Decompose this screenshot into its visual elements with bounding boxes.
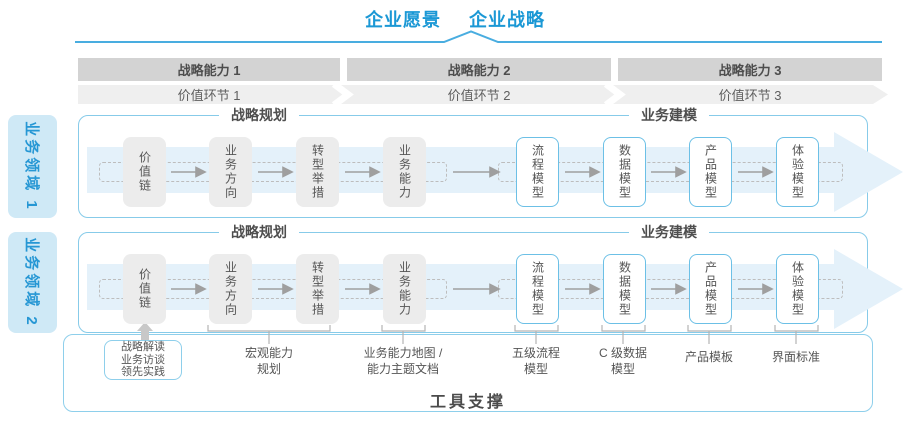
dashed-placeholder-planning xyxy=(99,279,447,299)
capability-bar-3: 战略能力 3 xyxy=(618,58,882,81)
product-model-box: 产品模型 xyxy=(689,254,732,324)
business-direction-box: 业务方向 xyxy=(209,137,252,207)
domain-label-2-text: 业务领域 2 xyxy=(23,237,41,328)
product-model-label: 产品模型 xyxy=(703,144,718,200)
tool-support-container xyxy=(63,334,873,412)
tool-support-title: 工具支撑 xyxy=(429,394,506,411)
domain-2-panel: 价值链 业务方向 转型举措 业务能力 流程模型 数据模型 产品模型 体验模型 战… xyxy=(78,222,903,333)
product-model-label: 产品模型 xyxy=(703,261,718,317)
process-model-label: 流程模型 xyxy=(530,261,545,317)
domain-label-1: 业务领域 1 xyxy=(8,115,57,218)
data-model-box: 数据模型 xyxy=(603,137,646,207)
title-caret-line xyxy=(75,30,882,43)
page-title: 企业愿景 企业战略 xyxy=(0,6,910,32)
process-model-label: 流程模型 xyxy=(530,144,545,200)
value-link-band xyxy=(78,84,888,106)
practice-line-2: 业务访谈 xyxy=(121,353,165,366)
capability-bar-3-label: 战略能力 3 xyxy=(718,63,782,78)
planning-section-title: 战略规划 xyxy=(219,222,299,242)
business-capability-label: 业务能力 xyxy=(397,144,412,200)
capability-bar-2-label: 战略能力 2 xyxy=(447,63,511,78)
value-chain-label: 价值链 xyxy=(137,151,152,193)
practice-line-1: 战略解读 xyxy=(121,341,165,354)
footer-label-data-model: C 级数据 模型 xyxy=(598,346,647,376)
value-chain-label: 价值链 xyxy=(137,268,152,310)
transformation-initiative-box: 转型举措 xyxy=(296,254,339,324)
business-capability-box: 业务能力 xyxy=(383,137,426,207)
business-direction-box: 业务方向 xyxy=(209,254,252,324)
transformation-initiative-box: 转型举措 xyxy=(296,137,339,207)
domain-label-1-text: 业务领域 1 xyxy=(23,121,41,212)
practice-input-box: 战略解读 业务访谈 领先实践 xyxy=(104,340,182,380)
business-capability-label: 业务能力 xyxy=(397,261,412,317)
strategy-title: 企业战略 xyxy=(469,10,545,30)
experience-model-label: 体验模型 xyxy=(790,261,805,317)
business-capability-box: 业务能力 xyxy=(383,254,426,324)
process-model-box: 流程模型 xyxy=(516,137,559,207)
practice-line-3: 领先实践 xyxy=(121,366,165,379)
domain-label-2: 业务领域 2 xyxy=(8,232,57,333)
footer-label-ui-standard: 界面标准 xyxy=(771,350,820,364)
capability-bar-1: 战略能力 1 xyxy=(78,58,340,81)
data-model-label: 数据模型 xyxy=(617,144,632,200)
dashed-placeholder-planning xyxy=(99,162,447,182)
process-model-box: 流程模型 xyxy=(516,254,559,324)
value-link-1: 价值环节 1 xyxy=(177,88,241,103)
footer-label-product-template: 产品模板 xyxy=(684,350,733,364)
flow-step-arrows xyxy=(171,166,774,178)
product-model-box: 产品模型 xyxy=(689,137,732,207)
modeling-section-title: 业务建模 xyxy=(629,222,709,242)
value-link-2: 价值环节 2 xyxy=(447,88,511,103)
capability-bar-1-label: 战略能力 1 xyxy=(177,63,241,78)
experience-model-box: 体验模型 xyxy=(776,137,819,207)
business-direction-label: 业务方向 xyxy=(223,144,238,200)
vision-title: 企业愿景 xyxy=(365,10,441,30)
capability-bar-2: 战略能力 2 xyxy=(347,58,611,81)
planning-section-title: 战略规划 xyxy=(219,105,299,125)
value-link-3: 价值环节 3 xyxy=(718,88,782,103)
value-chain-box: 价值链 xyxy=(123,254,166,324)
footer-label-macro-capability: 宏观能力 规划 xyxy=(244,346,293,376)
business-direction-label: 业务方向 xyxy=(223,261,238,317)
footer-label-capability-map: 业务能力地图 / 能力主题文档 xyxy=(363,346,443,376)
transformation-initiative-label: 转型举措 xyxy=(310,261,325,317)
modeling-section-title: 业务建模 xyxy=(629,105,709,125)
transformation-initiative-label: 转型举措 xyxy=(310,144,325,200)
flow-step-arrows xyxy=(171,283,774,295)
footer-label-process-model: 五级流程 模型 xyxy=(511,346,560,376)
domain-1-panel: 价值链 业务方向 转型举措 业务能力 流程模型 数据模型 产品模型 体验模型 战… xyxy=(78,105,903,218)
experience-model-label: 体验模型 xyxy=(790,144,805,200)
data-model-box: 数据模型 xyxy=(603,254,646,324)
experience-model-box: 体验模型 xyxy=(776,254,819,324)
value-chain-box: 价值链 xyxy=(123,137,166,207)
data-model-label: 数据模型 xyxy=(617,261,632,317)
